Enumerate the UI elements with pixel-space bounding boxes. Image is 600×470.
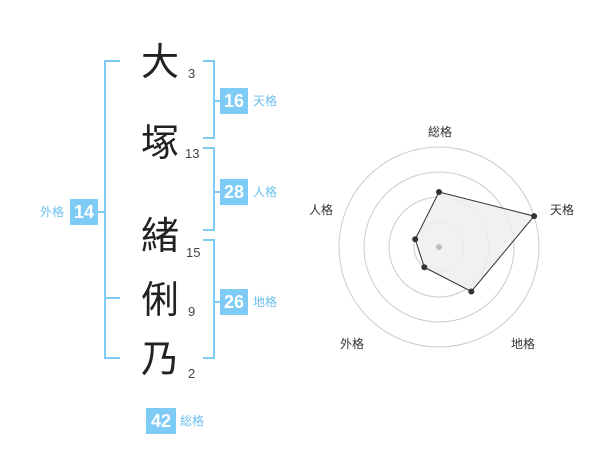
radar-point-4 bbox=[421, 264, 428, 271]
name-char-2: 塚 bbox=[140, 121, 179, 165]
radar-ring bbox=[338, 146, 540, 348]
radar-label-tenkaku: 天格 bbox=[550, 203, 575, 217]
gaikaku-bracket bbox=[104, 60, 120, 359]
stroke-count-3: 15 bbox=[186, 245, 201, 260]
radar-label-soukaku: 総格 bbox=[428, 125, 453, 139]
radar-label-chikaku: 地格 bbox=[511, 337, 536, 351]
name-char-1: 大 bbox=[140, 40, 179, 84]
stroke-count-4: 9 bbox=[188, 304, 196, 319]
chikaku-value-badge: 26 bbox=[220, 289, 248, 315]
stroke-count-5: 2 bbox=[188, 366, 196, 381]
tenkaku-bracket bbox=[203, 60, 215, 139]
radar-ring bbox=[363, 171, 515, 323]
bracket-lines bbox=[96, 60, 220, 359]
radar-center-dot bbox=[436, 244, 442, 250]
name-char-5: 乃 bbox=[140, 337, 179, 381]
stroke-count-1: 3 bbox=[188, 66, 196, 81]
chikaku-label: 地格 bbox=[253, 295, 278, 309]
radar-point-1 bbox=[436, 189, 442, 195]
tenkaku-label: 天格 bbox=[253, 94, 278, 108]
chikaku-bracket bbox=[203, 239, 215, 359]
radar-point-2 bbox=[531, 213, 538, 220]
radar-label-jinkaku: 人格 bbox=[309, 203, 334, 217]
stroke-count-2: 13 bbox=[185, 146, 200, 161]
jinkaku-bracket bbox=[203, 147, 215, 231]
soukaku-value-badge: 42 bbox=[146, 408, 176, 434]
radar-label-gaikaku: 外格 bbox=[340, 337, 365, 351]
jinkaku-value-badge: 28 bbox=[220, 179, 248, 205]
radar-polygon bbox=[414, 191, 535, 293]
tenkaku-value-badge: 16 bbox=[220, 88, 248, 114]
soukaku-label: 総格 bbox=[180, 414, 205, 428]
name-char-3: 緒 bbox=[140, 214, 179, 258]
radar-point-5 bbox=[412, 236, 419, 243]
jinkaku-label: 人格 bbox=[253, 185, 278, 199]
gaikaku-value-badge: 14 bbox=[70, 199, 98, 225]
name-char-4: 俐 bbox=[140, 278, 179, 322]
gaikaku-label: 外格 bbox=[40, 205, 65, 219]
radar-point-3 bbox=[468, 288, 475, 295]
